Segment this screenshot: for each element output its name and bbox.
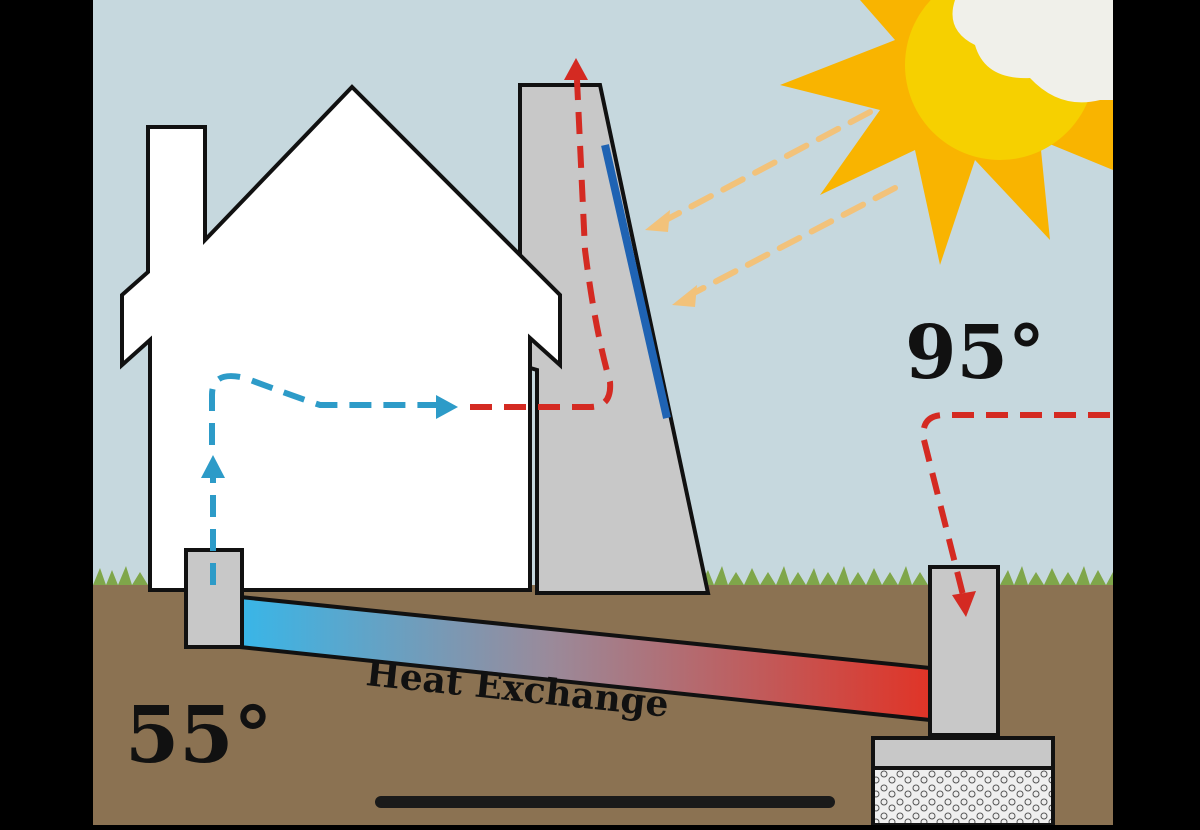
home-indicator[interactable]	[375, 796, 835, 808]
radiation-arrowhead-1	[645, 210, 670, 232]
intake-arrowhead	[952, 591, 976, 617]
exhaust-arrowhead	[564, 58, 588, 80]
intake-footing	[871, 736, 1055, 770]
outside-temp-label: 95°	[905, 310, 1045, 396]
earth-tube-bottom-edge	[239, 645, 931, 722]
ground-temp-label: 55°	[125, 690, 273, 781]
gravel-bed	[871, 766, 1055, 827]
solar-panel	[601, 144, 671, 419]
cool-air-arrowhead-right	[436, 395, 458, 419]
grass	[93, 566, 1113, 585]
radiation-arrowhead-2	[672, 285, 697, 307]
warm-air-intake	[920, 412, 1110, 596]
cool-air-flow	[209, 373, 438, 585]
house-icon	[120, 84, 562, 592]
cool-air-arrowhead-up	[201, 455, 225, 478]
earth-tube	[240, 597, 930, 720]
cloud-icon	[952, 0, 1113, 103]
solar-radiation-arrows	[659, 109, 898, 298]
earth-tube-top-edge	[239, 595, 931, 670]
